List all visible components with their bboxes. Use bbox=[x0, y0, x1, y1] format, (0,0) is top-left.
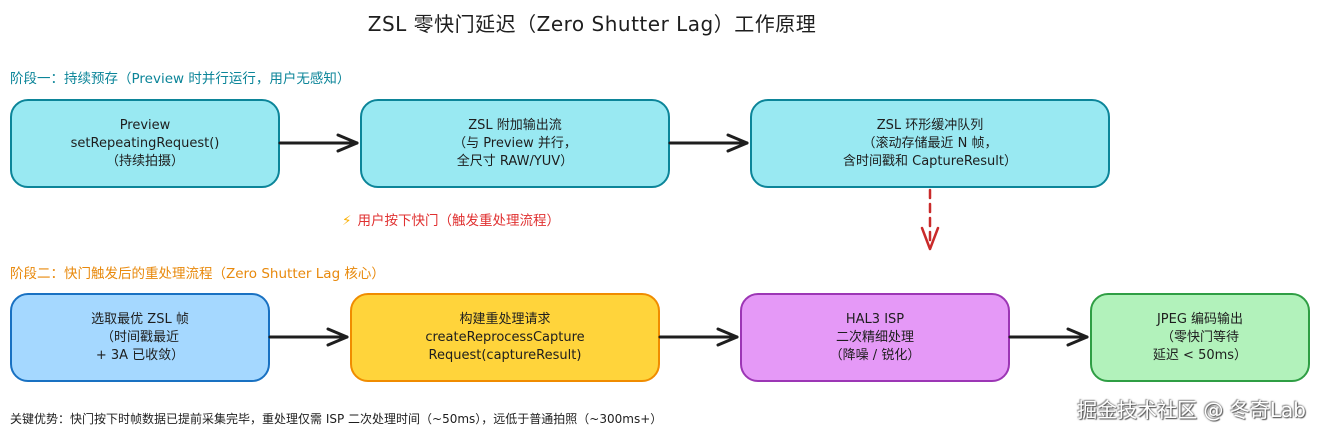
box-line: createReprocessCapture bbox=[425, 329, 585, 345]
jpeg-output-box: JPEG 编码输出 （零快门等待 延迟 < 50ms） bbox=[1090, 293, 1310, 382]
diagram-title: ZSL 零快门延迟（Zero Shutter Lag）工作原理 bbox=[367, 12, 817, 36]
shutter-trigger-label: ⚡ 用户按下快门（触发重处理流程） bbox=[342, 209, 560, 229]
box-line: （降噪 / 锐化） bbox=[829, 347, 921, 363]
key-advantage-footnote: 关键优势：快门按下时帧数据已提前采集完毕，重处理仅需 ISP 二次处理时间（~5… bbox=[10, 412, 663, 426]
box-line: 含时间戳和 CaptureResult） bbox=[843, 153, 1017, 169]
box-line: JPEG 编码输出 bbox=[1156, 311, 1244, 327]
preview-box: Preview setRepeatingRequest() （持续拍摄） bbox=[10, 99, 280, 188]
box-line: HAL3 ISP bbox=[845, 311, 905, 327]
box-line: + 3A 已收敛） bbox=[95, 347, 185, 363]
arrow-select-frame-to-reprocess bbox=[268, 327, 349, 347]
box-line: 构建重处理请求 bbox=[459, 311, 551, 327]
box-line: ZSL 环形缓冲队列 bbox=[876, 117, 984, 133]
box-line: 二次精细处理 bbox=[835, 329, 914, 345]
box-line: 延迟 < 50ms） bbox=[1152, 347, 1248, 363]
arrow-preview-to-zsl-stream bbox=[278, 133, 359, 153]
stage2-label: 阶段二：快门触发后的重处理流程（Zero Shutter Lag 核心） bbox=[10, 266, 385, 282]
box-line: Preview bbox=[119, 117, 171, 133]
watermark: 掘金技术社区 @ 冬奇Lab bbox=[1077, 398, 1306, 422]
box-line: ZSL 附加输出流 bbox=[468, 117, 562, 133]
stage1-label: 阶段一：持续预存（Preview 时并行运行，用户无感知） bbox=[10, 71, 351, 87]
zsl-ring-buffer-box: ZSL 环形缓冲队列 （滚动存储最近 N 帧， 含时间戳和 CaptureRes… bbox=[750, 99, 1110, 188]
box-line: （时间戳最近 bbox=[100, 329, 179, 345]
select-zsl-frame-box: 选取最优 ZSL 帧 （时间戳最近 + 3A 已收敛） bbox=[10, 293, 270, 382]
hal3-isp-box: HAL3 ISP 二次精细处理 （降噪 / 锐化） bbox=[740, 293, 1010, 382]
arrow-reprocess-to-isp bbox=[658, 327, 739, 347]
box-line: （零快门等待 bbox=[1160, 329, 1239, 345]
trigger-text: 用户按下快门（触发重处理流程） bbox=[357, 213, 560, 229]
box-line: setRepeatingRequest() bbox=[70, 135, 220, 151]
arrow-isp-to-jpeg bbox=[1008, 327, 1089, 347]
lightning-icon: ⚡ bbox=[342, 213, 352, 229]
arrow-zsl-stream-to-ring-buffer bbox=[668, 133, 749, 153]
box-line: （与 Preview 并行， bbox=[453, 135, 577, 151]
box-line: 全尺寸 RAW/YUV） bbox=[456, 153, 574, 169]
dashed-arrow-ring-buffer-to-stage2 bbox=[920, 188, 940, 251]
box-line: （滚动存储最近 N 帧， bbox=[862, 135, 998, 151]
box-line: 选取最优 ZSL 帧 bbox=[91, 311, 189, 327]
box-line: Request(captureResult) bbox=[428, 347, 582, 363]
box-line: （持续拍摄） bbox=[105, 153, 184, 169]
reprocess-request-box: 构建重处理请求 createReprocessCapture Request(c… bbox=[350, 293, 660, 382]
